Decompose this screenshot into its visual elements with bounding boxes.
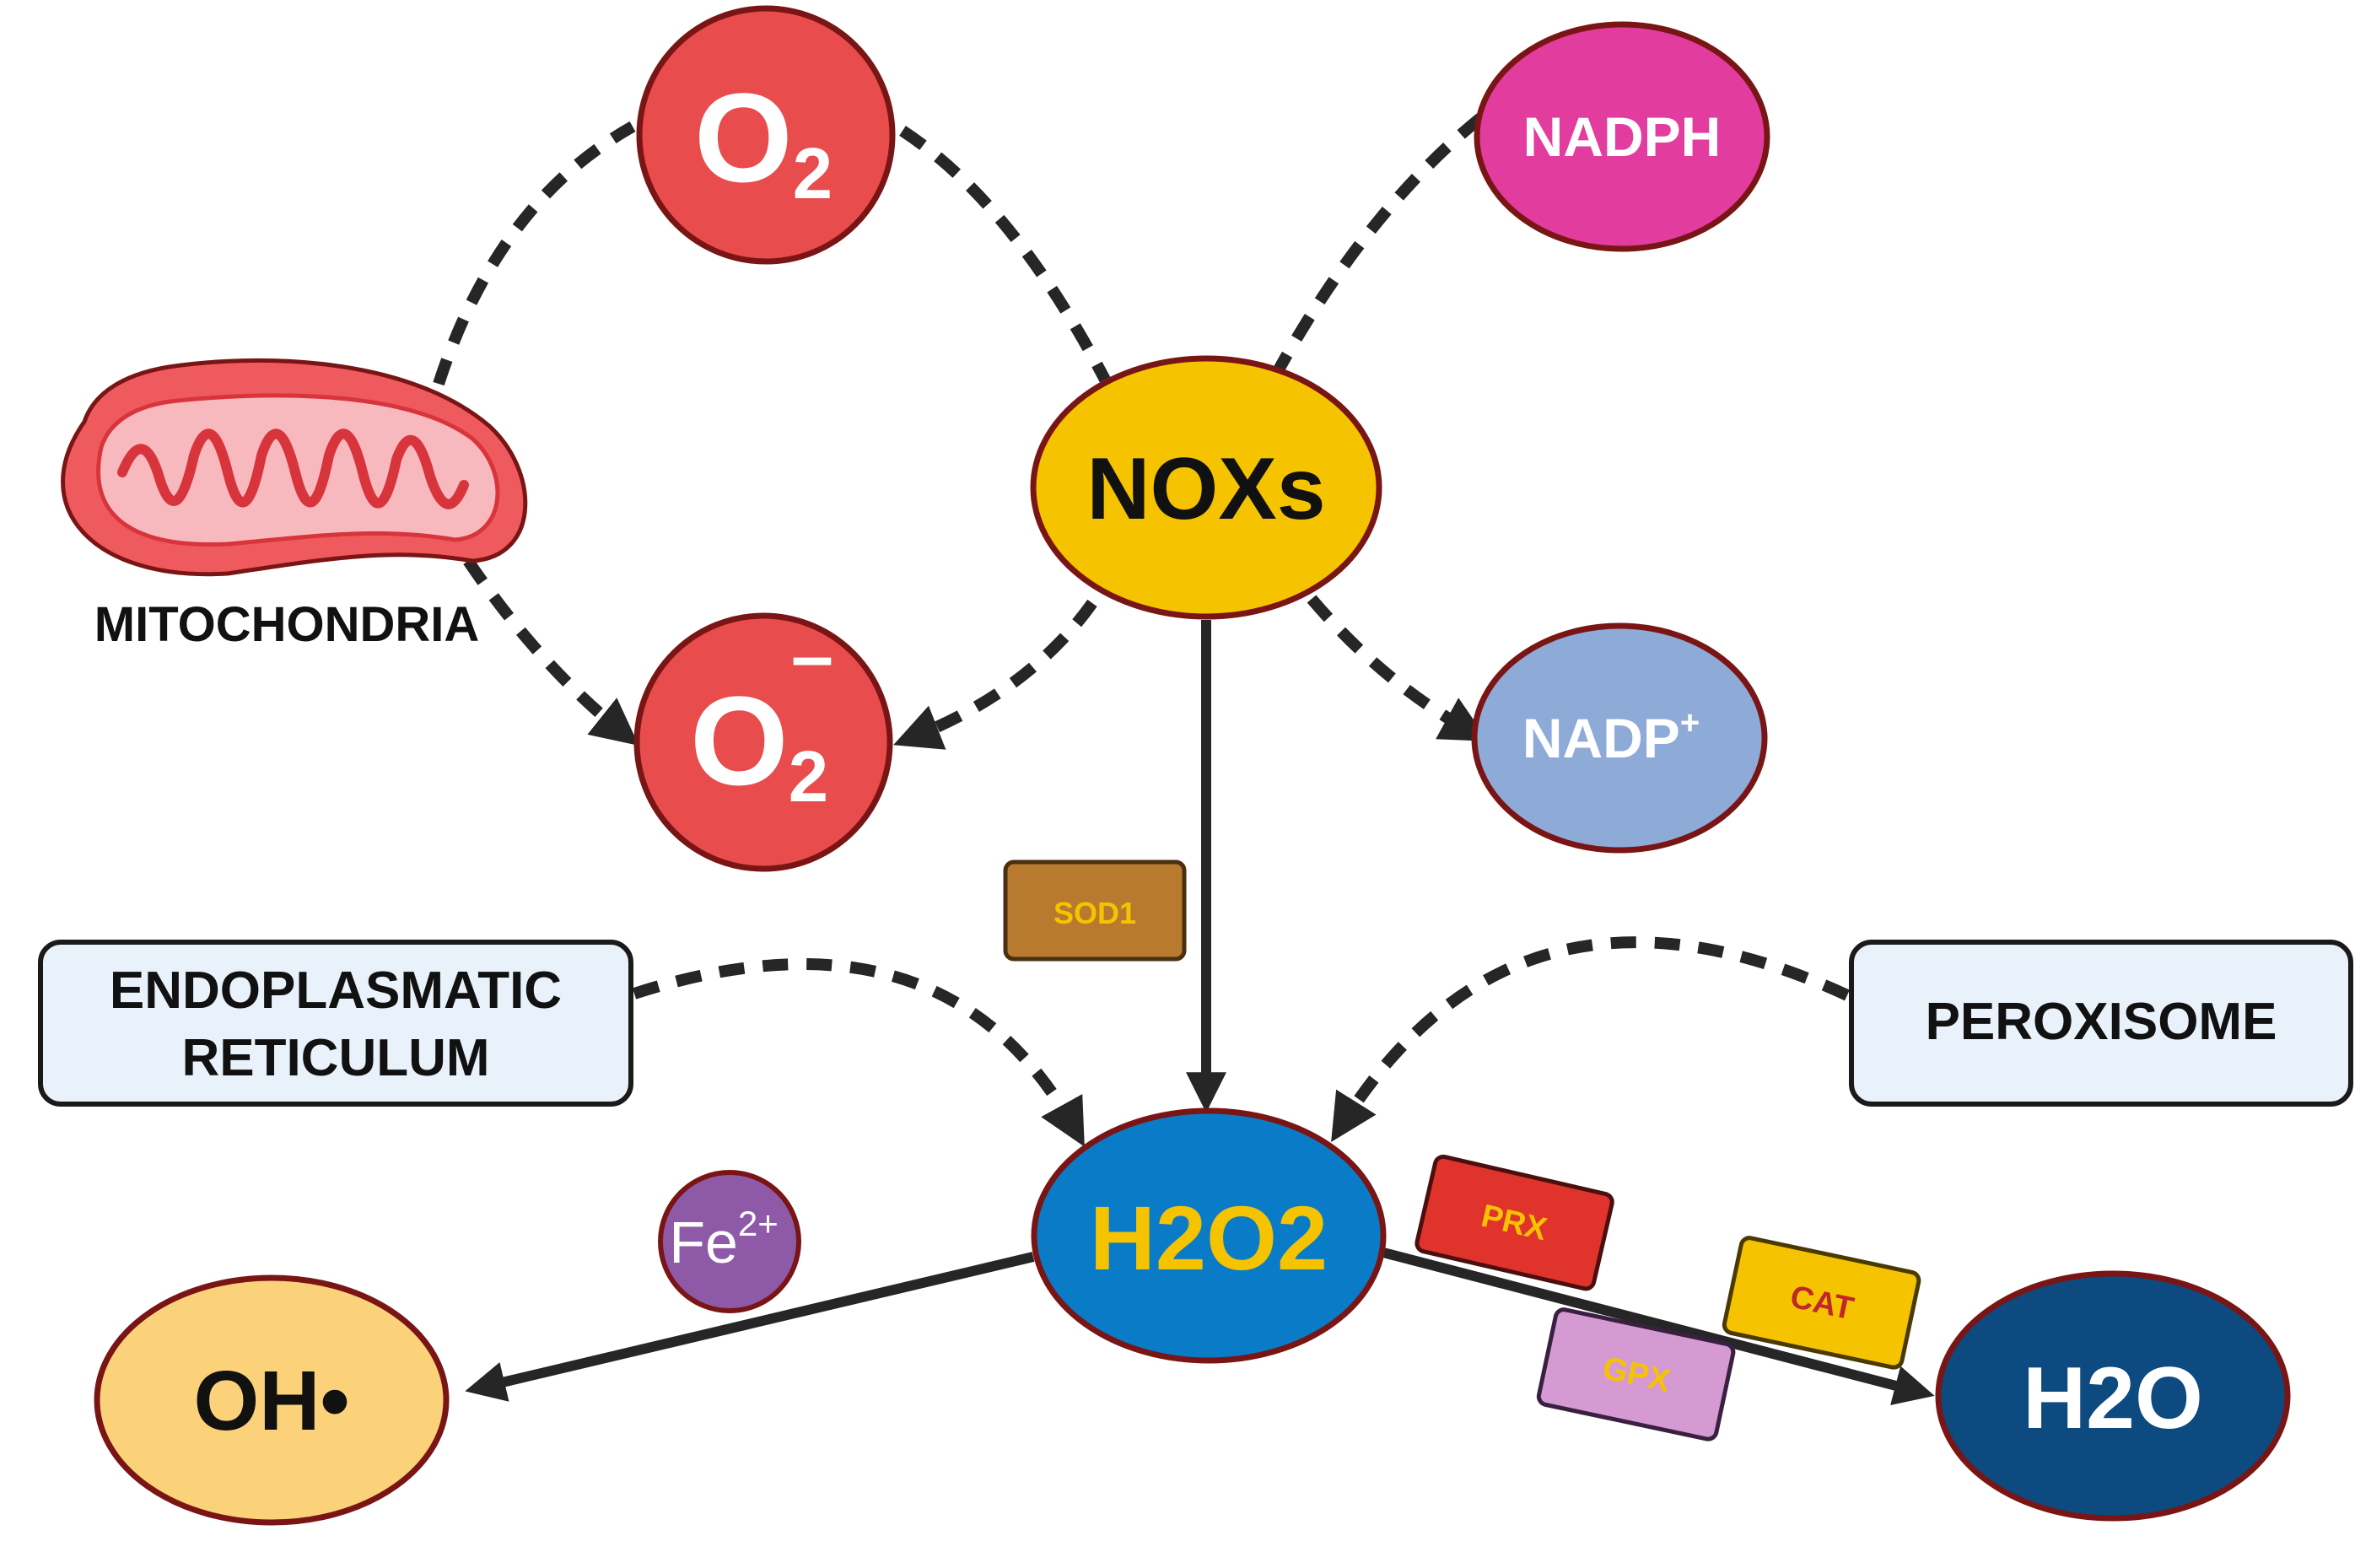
nadph-node: NADPH xyxy=(1474,21,1770,252)
dashed-link-o2-noxs xyxy=(899,126,1111,383)
fe-node: Fe2+ xyxy=(658,1170,801,1313)
noxs-node: NOXs xyxy=(1030,355,1382,620)
mitochondria-cristae xyxy=(117,428,469,509)
nadp-label: NADP+ xyxy=(1522,704,1700,769)
o2-circle xyxy=(636,5,896,265)
nadp-ellipse xyxy=(1471,622,1768,854)
noxs-ellipse xyxy=(1030,355,1382,620)
h2o-label: H2O xyxy=(2023,1350,2203,1447)
er-box: ENDOPLASMATIC RETICULUM xyxy=(38,940,633,1107)
o2-label: O2 xyxy=(694,67,833,214)
connectors xyxy=(433,113,1935,1405)
solid-arrow-h2o2-oh xyxy=(465,1252,1035,1402)
er-rect xyxy=(38,940,633,1107)
fe-circle xyxy=(658,1170,801,1313)
solid-arrow-h2o2-h2o xyxy=(1382,1247,1935,1405)
dashed-arrow-noxs-nadp xyxy=(1307,595,1489,741)
mitochondria-label: MITOCHONDRIA xyxy=(94,597,479,652)
h2o2-ellipse xyxy=(1031,1107,1387,1364)
dashed-arrow-peroxisome-h2o2 xyxy=(1331,936,1850,1142)
prx-enzyme: PRX xyxy=(1415,1154,1614,1291)
dashed-link-nadph-noxs xyxy=(1272,113,1485,374)
gpx-box xyxy=(1536,1307,1736,1441)
sod1-box xyxy=(1003,859,1187,962)
nadp-node: NADP+ xyxy=(1471,622,1768,854)
nadph-ellipse xyxy=(1474,21,1770,252)
peroxisome-rect xyxy=(1849,940,2353,1107)
superoxide-label: O2 xyxy=(690,670,828,817)
oh-ellipse xyxy=(94,1274,450,1526)
cat-box xyxy=(1722,1236,1921,1370)
h2o-ellipse xyxy=(1935,1270,2291,1522)
nadph-label: NADPH xyxy=(1523,105,1722,168)
h2o2-label: H2O2 xyxy=(1090,1187,1328,1289)
superoxide-node: O2 – xyxy=(633,612,893,872)
er-label-line2: RETICULUM xyxy=(181,1029,489,1087)
h2o2-node: H2O2 xyxy=(1031,1107,1387,1364)
dashed-link-mitochondria-o2 xyxy=(433,121,636,386)
sod1-enzyme: SOD1 xyxy=(1003,859,1187,962)
prx-box xyxy=(1415,1154,1614,1291)
dashed-arrow-er-h2o2 xyxy=(632,958,1085,1147)
dashed-arrow-mitochondria-superoxide xyxy=(463,558,639,746)
fe-label: Fe2+ xyxy=(669,1204,779,1275)
oh-node: OH• xyxy=(94,1274,450,1526)
dashed-arrow-noxs-superoxide xyxy=(893,599,1097,750)
sod1-label: SOD1 xyxy=(1053,896,1136,930)
peroxisome-label: PEROXISOME xyxy=(1926,993,2277,1051)
noxs-label: NOXs xyxy=(1086,440,1325,538)
er-label-line1: ENDOPLASMATIC xyxy=(110,962,562,1020)
superoxide-circle xyxy=(633,612,893,872)
cat-enzyme: CAT xyxy=(1722,1236,1921,1370)
h2o-node: H2O xyxy=(1935,1270,2291,1522)
oh-label: OH• xyxy=(193,1354,349,1448)
gpx-enzyme: GPX xyxy=(1536,1307,1736,1441)
o2-node: O2 xyxy=(636,5,896,265)
mitochondria: MITOCHONDRIA xyxy=(61,358,528,652)
peroxisome-box: PEROXISOME xyxy=(1849,940,2353,1107)
superoxide-charge: – xyxy=(791,614,833,698)
